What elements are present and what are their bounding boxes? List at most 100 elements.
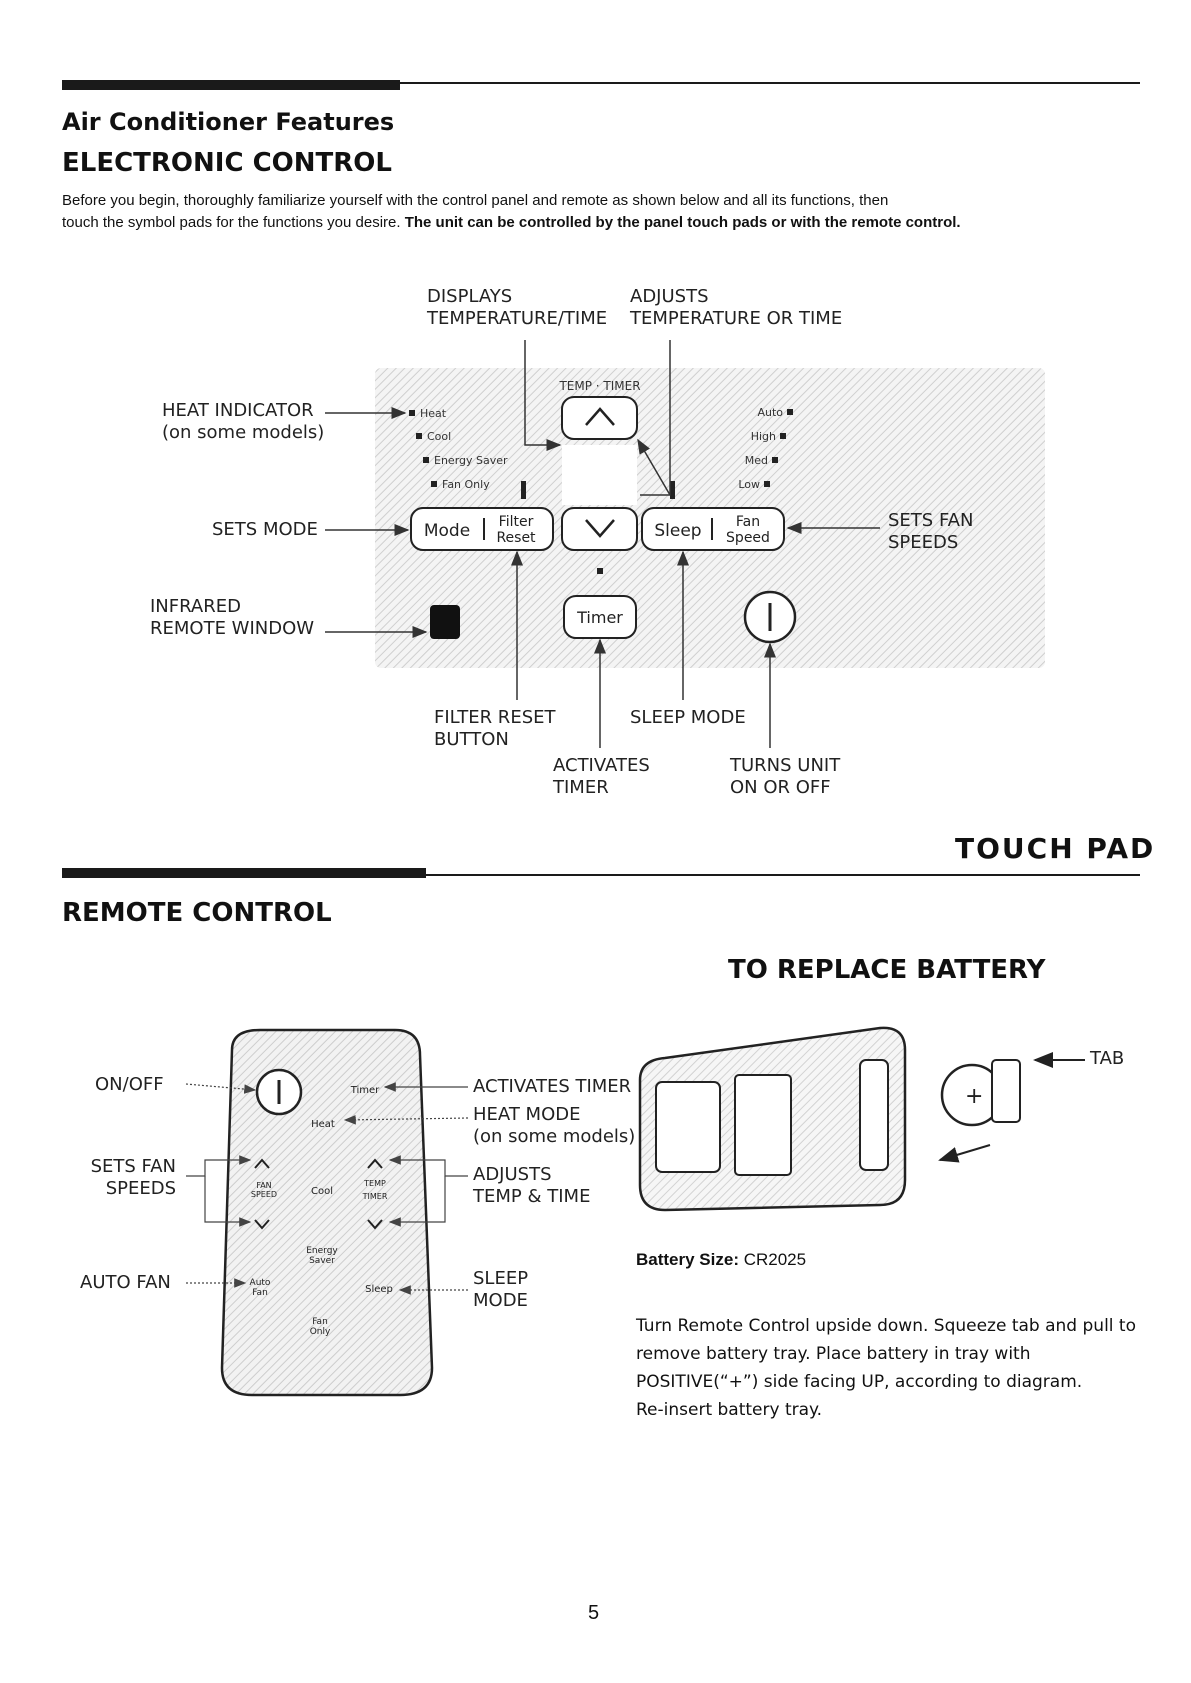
filter-indicator-icon xyxy=(521,481,526,499)
remote-fan-speed-label-2[interactable]: SPEED xyxy=(251,1190,277,1199)
callout-sets-fan-1: SETS FAN xyxy=(888,510,974,531)
remote-callout-adjusts-2: TEMP & TIME xyxy=(473,1186,591,1207)
remote-auto-fan-label-2[interactable]: Fan xyxy=(252,1288,268,1298)
callout-filter-reset-1: FILTER RESET xyxy=(434,707,556,728)
remote-temp-timer-label-2[interactable]: TIMER xyxy=(362,1192,388,1201)
fan-speed-button-label-2[interactable]: Speed xyxy=(726,530,770,546)
fan-only-indicator-icon xyxy=(431,481,437,487)
mode-label-fan-only: Fan Only xyxy=(442,478,490,491)
remote-callout-sets-fan-2: SPEEDS xyxy=(105,1178,176,1199)
remote-fan-speed-label-1[interactable]: FAN xyxy=(256,1181,271,1190)
fan-indicators: Auto High Med Low xyxy=(738,406,793,491)
pull-arrow xyxy=(938,1144,991,1163)
callout-heat-indicator-2: (on some models) xyxy=(162,422,325,443)
temperature-display xyxy=(562,445,637,505)
remote-callout-sets-fan: SETS FAN SPEEDS xyxy=(90,1156,176,1200)
intro-paragraph: Before you begin, thoroughly familiarize… xyxy=(62,190,1162,234)
remote-callout-adjusts-1: ADJUSTS xyxy=(473,1164,552,1185)
fan-up-icon xyxy=(254,1158,270,1169)
remote-temp-timer-label-1[interactable]: TEMP xyxy=(363,1179,386,1188)
battery-instruction-line-4: Re-insert battery tray. xyxy=(636,1400,823,1420)
battery-tray-slot xyxy=(859,1059,889,1171)
callout-adjusts-2: TEMPERATURE OR TIME xyxy=(630,308,843,329)
middle-rule-thick xyxy=(62,868,426,878)
remote-energy-label-1[interactable]: Energy xyxy=(306,1246,338,1256)
filter-button-label-2[interactable]: Reset xyxy=(496,530,536,546)
callout-infrared-1: INFRARED xyxy=(150,596,241,617)
power-button[interactable] xyxy=(743,590,797,644)
battery-tab-label: TAB xyxy=(1090,1048,1125,1069)
remote-auto-fan-label-1[interactable]: Auto xyxy=(250,1278,271,1288)
remote-sleep-label[interactable]: Sleep xyxy=(365,1284,393,1295)
remote-callout-sleep-2: MODE xyxy=(473,1290,528,1311)
remote-callout-sleep-1: SLEEP xyxy=(473,1268,529,1289)
mode-button-label[interactable]: Mode xyxy=(424,521,470,541)
remote-fan-only-label-2[interactable]: Only xyxy=(310,1327,331,1337)
sleep-button-label[interactable]: Sleep xyxy=(654,521,701,541)
remote-callout-sets-fan-1: SETS FAN xyxy=(90,1156,176,1177)
remote-heat-label[interactable]: Heat xyxy=(311,1119,335,1130)
temp-up-button[interactable] xyxy=(561,396,638,440)
auto-indicator-icon xyxy=(787,409,793,415)
sleep-indicator-icon xyxy=(670,481,675,499)
med-indicator-icon xyxy=(772,457,778,463)
section-title: Air Conditioner Features xyxy=(62,108,395,136)
remote-body xyxy=(220,1028,434,1397)
top-rule-thin xyxy=(62,82,1140,84)
remote-callout-heat-mode-2: (on some models) xyxy=(473,1126,636,1147)
battery-instruction-line-1: Turn Remote Control upside down. Squeeze… xyxy=(636,1316,1136,1336)
callout-activates-timer-1: ACTIVATES xyxy=(553,755,650,776)
callout-displays: DISPLAYS TEMPERATURE/TIME xyxy=(427,286,607,330)
intro-line-2: touch the symbol pads for the functions … xyxy=(62,212,1162,234)
remote-title: REMOTE CONTROL xyxy=(62,898,332,928)
remote-callout-heat-mode-1: HEAT MODE xyxy=(473,1104,581,1125)
battery-plus-icon: + xyxy=(965,1084,983,1109)
touchpad-leader-lines xyxy=(325,340,880,748)
temp-down-icon xyxy=(367,1219,383,1230)
remote-timer-label[interactable]: Timer xyxy=(350,1085,380,1096)
high-indicator-icon xyxy=(780,433,786,439)
callout-heat-indicator: HEAT INDICATOR (on some models) xyxy=(162,400,324,444)
remote-cool-label[interactable]: Cool xyxy=(311,1186,333,1197)
cool-indicator-icon xyxy=(416,433,422,439)
fan-label-auto: Auto xyxy=(757,406,783,419)
remote-energy-label-2[interactable]: Saver xyxy=(309,1256,335,1266)
back-panel-left xyxy=(655,1081,721,1173)
callout-filter-reset-2: BUTTON xyxy=(434,729,509,750)
battery-size-value: CR2025 xyxy=(743,1250,807,1269)
timer-button-label[interactable]: Timer xyxy=(576,608,623,627)
fan-label-med: Med xyxy=(745,454,768,467)
remote-chevrons xyxy=(254,1158,383,1230)
remote-fan-only-label-1[interactable]: Fan xyxy=(312,1317,328,1327)
callout-adjusts-1: ADJUSTS xyxy=(630,286,709,307)
battery-size-label: Battery Size: xyxy=(636,1250,739,1269)
mode-filter-button-group[interactable]: Mode Filter Reset xyxy=(410,507,554,551)
callout-adjusts: ADJUSTS TEMPERATURE OR TIME xyxy=(630,286,842,330)
subsection-title: ELECTRONIC CONTROL xyxy=(62,148,392,178)
remote-leader-lines xyxy=(185,1082,469,1295)
chevron-up-icon xyxy=(585,407,615,426)
battery-instruction-line-2: remove battery tray. Place battery in tr… xyxy=(636,1344,1031,1364)
fan-speed-button-label-1[interactable]: Fan xyxy=(736,514,760,530)
filter-button-label-1[interactable]: Filter xyxy=(499,514,534,530)
battery-size: Battery Size: CR2025 xyxy=(636,1250,806,1270)
remote-callout-auto-fan: AUTO FAN xyxy=(80,1272,171,1293)
intro-line-1: Before you begin, thoroughly familiarize… xyxy=(62,192,889,209)
callout-activates-timer-2: TIMER xyxy=(553,777,609,798)
page-number: 5 xyxy=(588,1602,600,1624)
mode-label-heat: Heat xyxy=(420,407,447,420)
callout-sets-fan: SETS FAN SPEEDS xyxy=(888,510,973,554)
timer-button[interactable]: Timer xyxy=(563,595,637,639)
callout-filter-reset: FILTER RESET BUTTON xyxy=(434,707,555,751)
sleep-fan-button-group[interactable]: Sleep Fan Speed xyxy=(641,507,785,551)
temp-down-button[interactable] xyxy=(561,507,638,551)
infrared-window xyxy=(430,605,460,639)
callout-displays-1: DISPLAYS xyxy=(427,286,513,307)
timer-indicator-icon xyxy=(597,568,603,574)
mode-label-cool: Cool xyxy=(427,430,451,443)
callout-infrared-2: REMOTE WINDOW xyxy=(150,618,315,639)
callout-heat-indicator-1: HEAT INDICATOR xyxy=(162,400,314,421)
back-panel-middle xyxy=(734,1074,792,1176)
mode-label-energy-saver: Energy Saver xyxy=(434,454,508,467)
remote-power-button[interactable] xyxy=(255,1068,303,1116)
